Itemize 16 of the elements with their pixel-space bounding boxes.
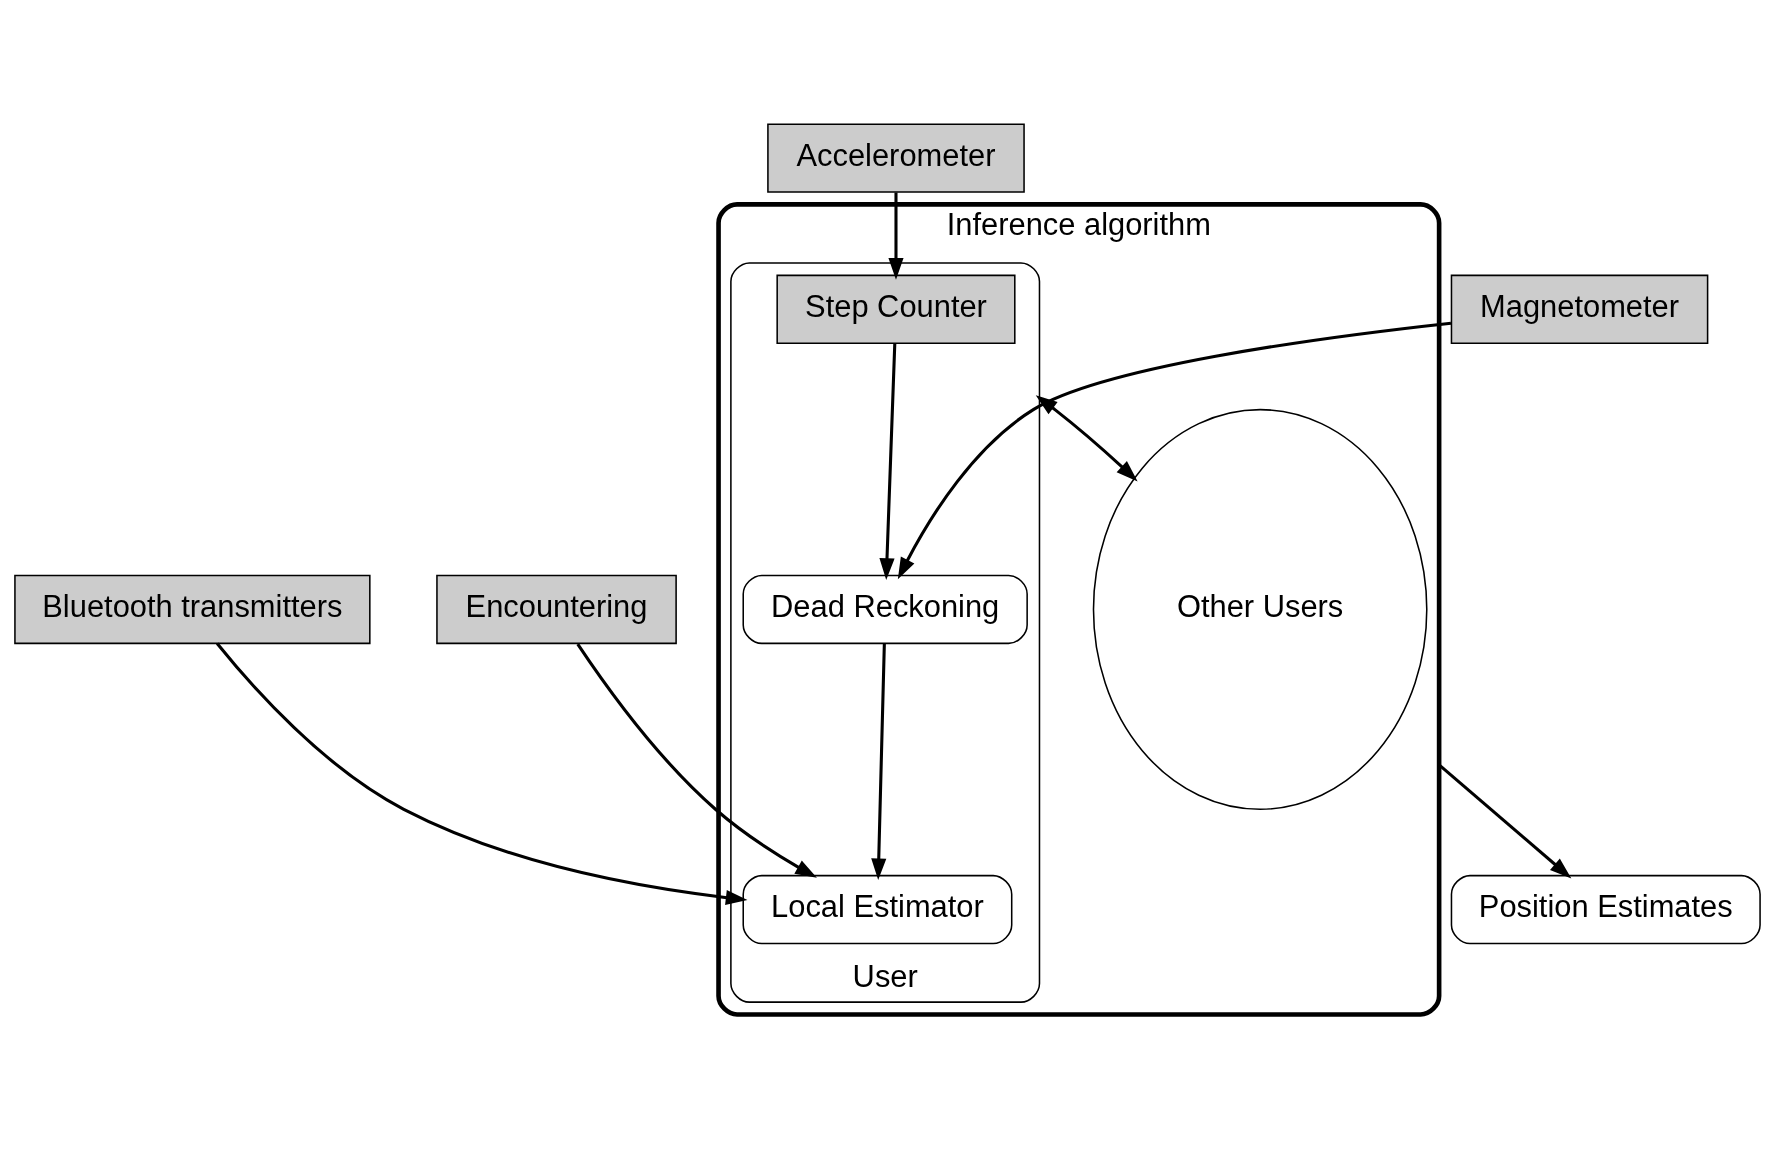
arrow (576, 642, 817, 878)
node-box: Local Estimator (742, 874, 1013, 944)
node-box: Position Estimates (1450, 874, 1761, 944)
node-box: Encountering (436, 574, 677, 644)
arrow (871, 643, 887, 880)
arrow (897, 321, 1452, 579)
node-box: Accelerometer (767, 122, 1025, 193)
node-box: Magnetometer (1450, 274, 1709, 344)
arrow (215, 642, 748, 905)
node-ellipse: Other Users (1092, 408, 1428, 810)
node-box: Step Counter (776, 274, 1016, 344)
node-box: Dead Reckoning (742, 574, 1028, 644)
node-box: Bluetooth transmitters (14, 574, 371, 644)
arrow (888, 192, 904, 280)
arrow (1438, 763, 1572, 878)
arrow (879, 343, 897, 580)
